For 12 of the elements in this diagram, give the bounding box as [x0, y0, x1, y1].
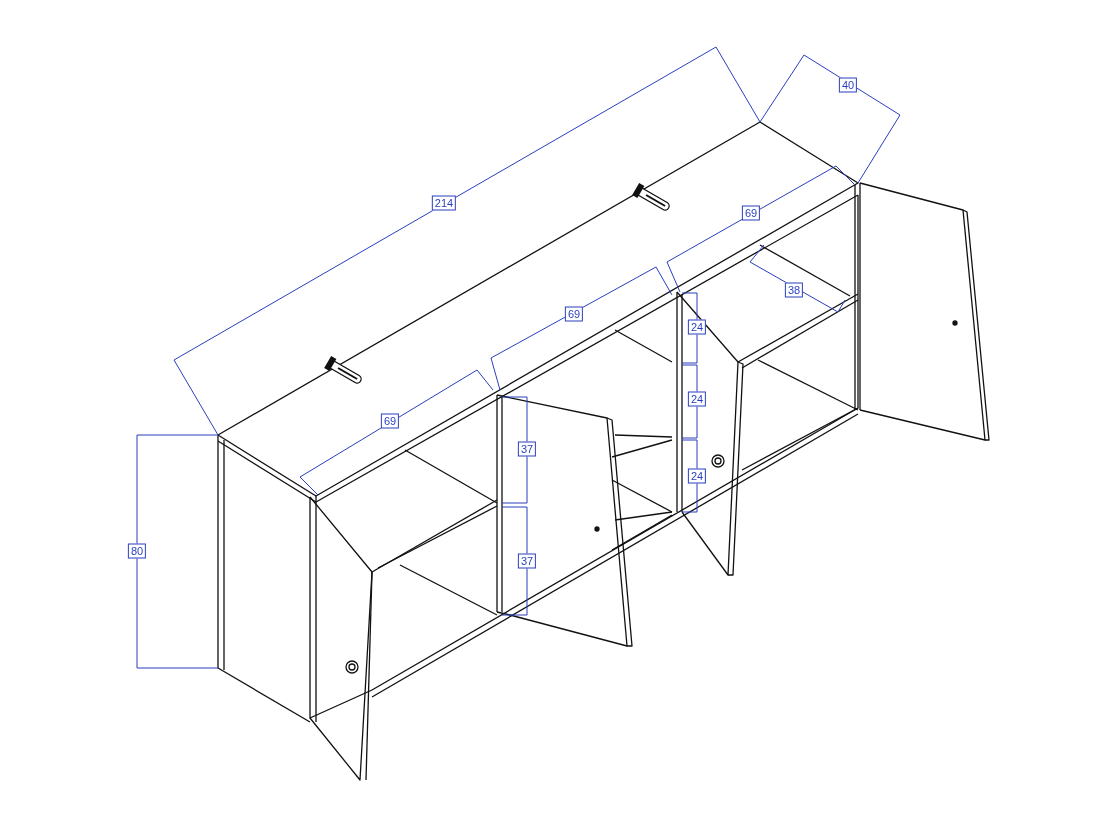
dimension-label: 37: [517, 441, 537, 457]
dimension-label: 24: [687, 468, 707, 484]
dimension-label: 80: [127, 543, 147, 559]
dimension-label: 214: [431, 195, 457, 211]
dimension-label: 24: [687, 319, 707, 335]
dimension-label: 69: [741, 205, 761, 221]
dimension-label: 37: [517, 553, 537, 569]
dimension-label: 69: [380, 413, 400, 429]
dimension-label: 69: [564, 306, 584, 322]
dimension-label: 38: [784, 282, 804, 298]
dimension-label: 40: [838, 77, 858, 93]
dimension-label: 24: [687, 391, 707, 407]
